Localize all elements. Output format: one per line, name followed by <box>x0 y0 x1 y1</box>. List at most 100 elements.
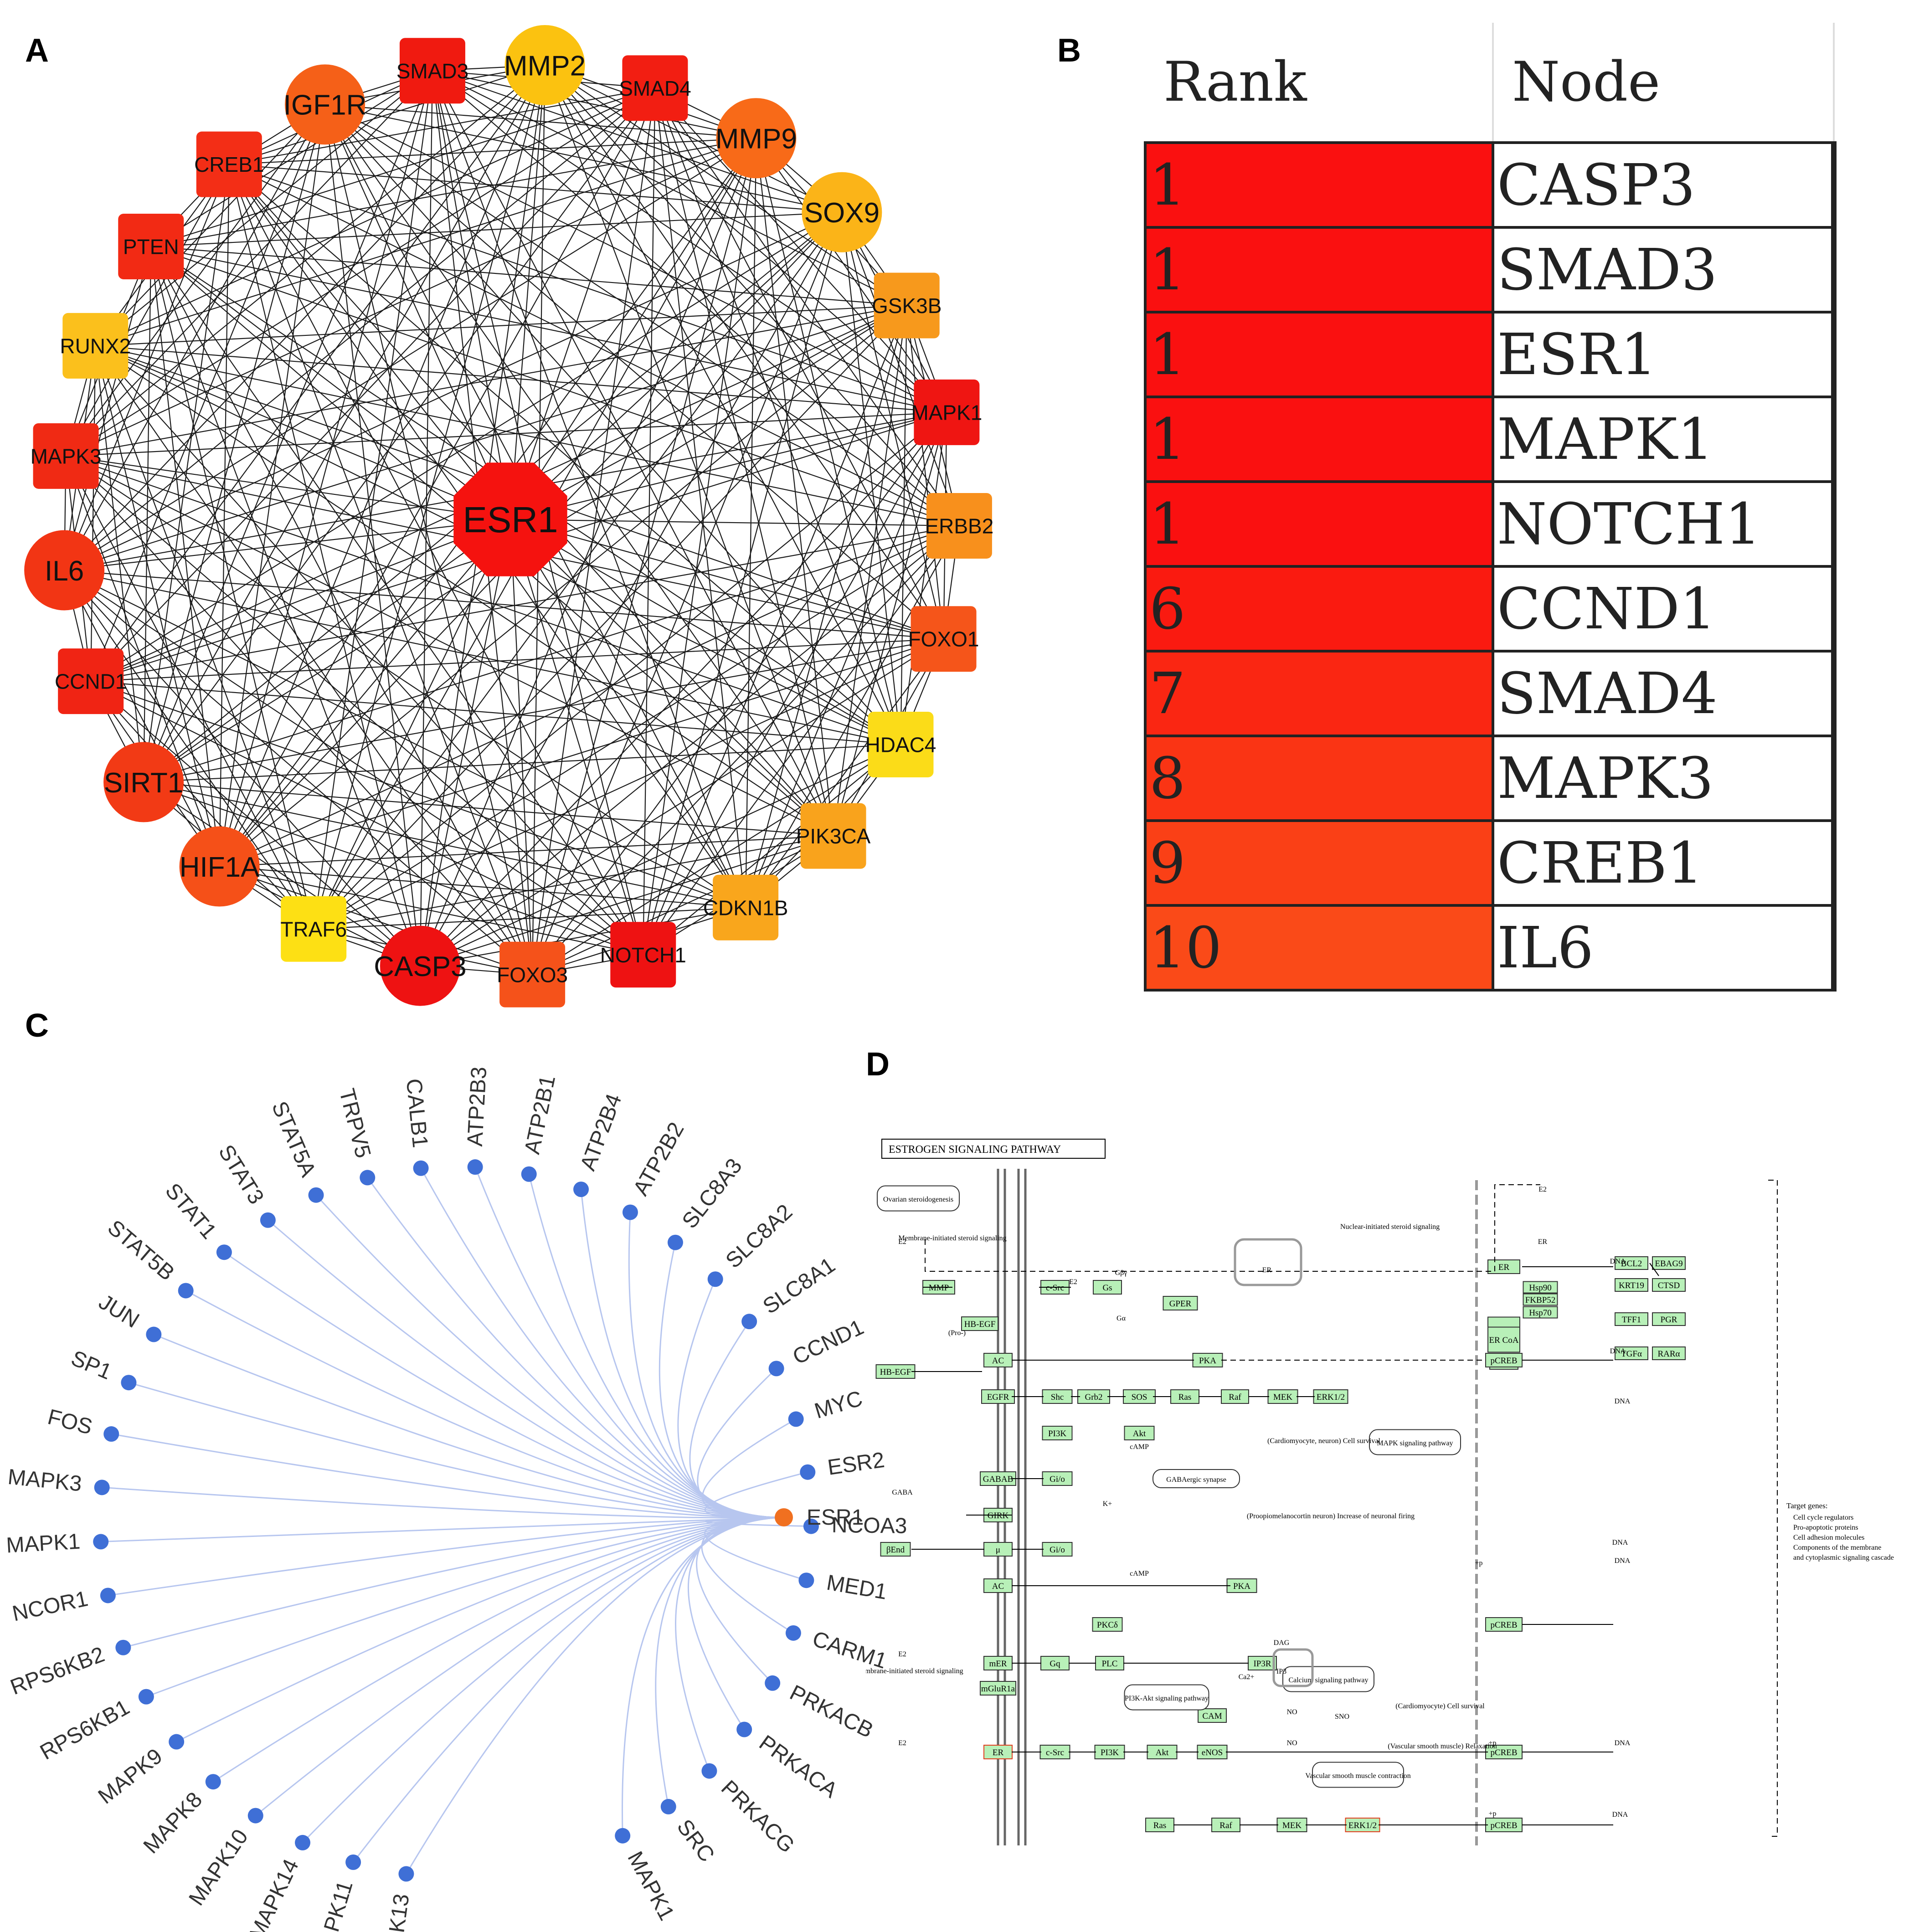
pathway-note: MAPK signaling pathway <box>1377 1439 1453 1447</box>
radial-edge <box>622 1516 784 1836</box>
radial-node-label: SLC8A2 <box>721 1200 798 1273</box>
pathway-gene-box <box>1652 1278 1686 1292</box>
pathway-small-label: DNA <box>1610 1258 1626 1265</box>
radial-edge <box>705 1516 811 1527</box>
pathway-gene-label: Ras <box>1153 1821 1167 1830</box>
network-edge <box>95 345 947 413</box>
network-edge <box>654 88 746 908</box>
target-genes-item: and cytoplasmic signaling cascade <box>1793 1554 1894 1562</box>
network-edge <box>219 305 907 867</box>
network-node-square <box>58 648 124 714</box>
radial-node-label: SRC <box>672 1815 719 1866</box>
network-edge <box>756 138 947 413</box>
radial-node-label: NCOA3 <box>832 1513 907 1538</box>
network-edge <box>65 164 230 457</box>
pathway-gene-label: Shc <box>1051 1392 1064 1402</box>
radial-node <box>94 1480 110 1495</box>
radial-node <box>398 1866 414 1882</box>
pathway-arrow <box>1649 1263 1659 1276</box>
pathway-gene-label: AC <box>992 1582 1004 1591</box>
network-node-label: GSK3B <box>872 294 942 318</box>
pathway-gene-box <box>983 1353 1013 1367</box>
network-edge <box>95 138 756 346</box>
radial-node <box>667 1234 683 1250</box>
network-node: MMP2 <box>504 25 586 105</box>
network-node-esr1 <box>453 462 567 576</box>
network-node-square <box>868 711 934 777</box>
rank-value: 1 <box>1144 141 1494 229</box>
network-edge <box>65 456 314 930</box>
pathway-gene-box <box>1652 1256 1686 1270</box>
radial-node-label: CALB1 <box>401 1078 432 1149</box>
network-node-circle <box>285 64 365 145</box>
network-node-label: TRAF6 <box>280 917 347 941</box>
radial-edge <box>677 1279 784 1518</box>
node-value: CCND1 <box>1492 565 1837 653</box>
network-node: SIRT1 <box>103 742 184 822</box>
radial-node-label: MAPK9 <box>94 1744 167 1809</box>
pathway-gene-box <box>1163 1296 1198 1310</box>
radial-node <box>467 1159 483 1175</box>
network-edge <box>510 138 757 520</box>
radial-node <box>660 1798 676 1814</box>
network-edge <box>745 638 944 908</box>
network-edge <box>324 104 842 213</box>
network-edge <box>64 104 326 571</box>
panel-label-c: C <box>25 1007 49 1044</box>
pathway-gene-label: CTSD <box>1658 1281 1680 1290</box>
network-edge <box>95 345 960 527</box>
pathway-small-label: DNA <box>1615 1739 1631 1747</box>
radial-node-label: SP1 <box>67 1346 115 1384</box>
pathway-small-label: NO <box>1286 1708 1297 1716</box>
radial-node <box>93 1534 109 1550</box>
pathway-small-label: DAG <box>1274 1639 1290 1647</box>
pathway-note-box <box>1369 1429 1461 1455</box>
network-node-square <box>914 379 980 445</box>
radial-edge <box>123 1516 784 1649</box>
network-edge <box>324 104 947 413</box>
radial-node <box>345 1854 361 1870</box>
network-node-label: SMAD4 <box>619 77 691 100</box>
radial-node-label: SLC8A1 <box>759 1253 840 1319</box>
network-node: HDAC4 <box>865 711 936 777</box>
pathway-small-label: ER <box>1262 1266 1272 1274</box>
network-node: NOTCH1 <box>600 922 686 988</box>
network-edge <box>420 525 960 966</box>
network-edge <box>90 681 314 930</box>
pathway-gene-box <box>1523 1281 1558 1294</box>
radial-edge <box>697 1368 784 1518</box>
radial-node-label: STAT5A <box>267 1098 320 1180</box>
network-edge <box>219 519 511 867</box>
target-genes-item: Cell adhesion molecules <box>1793 1534 1864 1541</box>
target-genes-item: Pro-apoptotic proteins <box>1793 1524 1858 1531</box>
panel-label-b: B <box>1057 32 1081 69</box>
network-edge <box>229 164 901 745</box>
rank-value: 9 <box>1144 819 1494 907</box>
network-edge <box>150 246 511 520</box>
network-edge <box>64 570 220 867</box>
pathway-gene-label: mER <box>989 1659 1007 1669</box>
network-edge <box>150 246 960 527</box>
pathway-gene-label: Raf <box>1219 1821 1232 1830</box>
pathway-gene-label: pCREB <box>1490 1620 1517 1630</box>
pathway-small-label: DNA <box>1615 1557 1631 1565</box>
network-node-label: CASP3 <box>374 951 466 982</box>
radial-edge <box>102 1486 784 1519</box>
radial-edge <box>352 1516 784 1863</box>
pathway-note-box <box>877 1185 960 1212</box>
network-node: SMAD4 <box>619 55 691 121</box>
network-edge <box>151 138 756 247</box>
radial-node <box>308 1187 324 1203</box>
network-edge <box>229 87 655 165</box>
pathway-note: Vascular smooth muscle contraction <box>1305 1772 1411 1780</box>
radial-node-label: NCOR1 <box>10 1587 90 1626</box>
network-node-label: CREB1 <box>194 153 264 176</box>
rank-value: 1 <box>1144 480 1494 568</box>
pathway-gene-label: ERK1/2 <box>1348 1821 1377 1830</box>
target-genes-item: Components of the membrane <box>1793 1544 1881 1552</box>
pathway-gene-label: Grb2 <box>1085 1392 1102 1402</box>
pathway-note: Membrane-initiated steroid signaling <box>866 1667 963 1675</box>
radial-edge <box>315 1194 784 1518</box>
